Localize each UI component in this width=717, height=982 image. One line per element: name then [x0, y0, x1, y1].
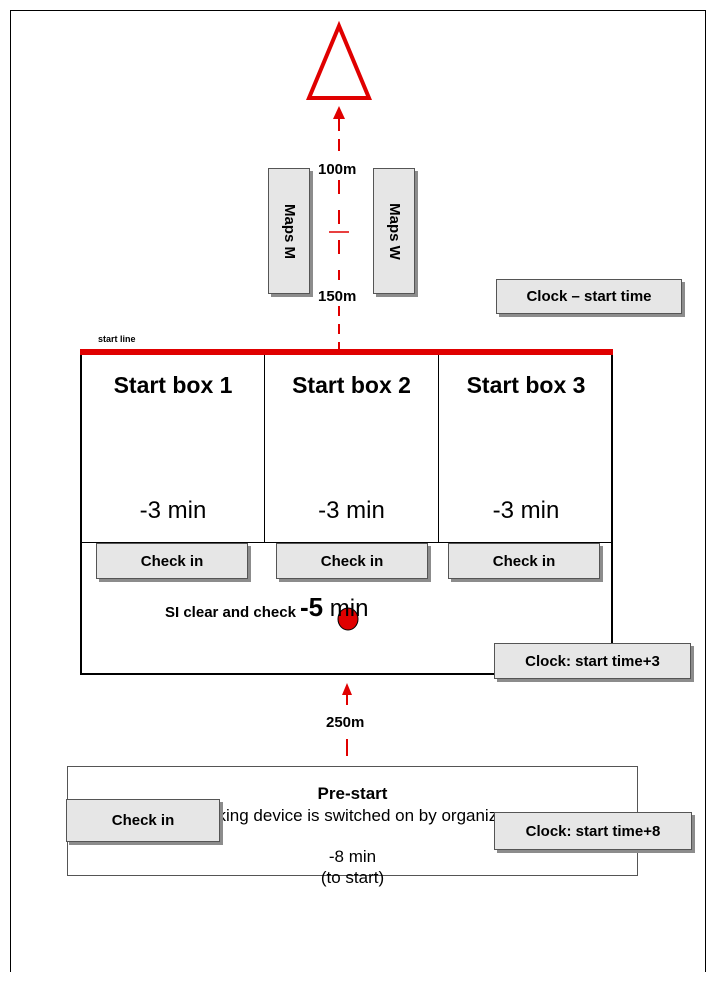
- start-line: [80, 349, 613, 355]
- start-box-2-check-in: Check in: [276, 543, 428, 579]
- prestart-title: Pre-start: [317, 784, 388, 803]
- start-box-2-title: Start box 2: [292, 372, 411, 398]
- minus-5-value: -5: [300, 592, 324, 622]
- start-box-1-check-in: Check in: [96, 543, 248, 579]
- start-box-2-time: -3 min: [318, 497, 385, 524]
- page-frame: [10, 10, 706, 972]
- start-box-1-title: Start box 1: [113, 372, 233, 398]
- clock-plus8-label: Clock: start time+8: [525, 822, 661, 840]
- clock-plus3-box: Clock: start time+3: [494, 643, 691, 679]
- si-clear-label: SI clear and check: [165, 604, 296, 621]
- prestart-check-in-label: Check in: [111, 812, 175, 829]
- clock-start-time-label: Clock – start time: [526, 288, 652, 305]
- clock-start-time-box: Clock – start time: [496, 279, 682, 314]
- arrow-up-icon: [333, 106, 345, 119]
- arrow-up-lower-icon: [342, 683, 352, 695]
- start-area: [80, 355, 613, 675]
- distance-250m: 250m: [326, 714, 365, 731]
- prestart-check-in: Check in: [66, 799, 220, 842]
- start-box-3-check-in: Check in: [448, 543, 600, 579]
- prestart-subtitle: Tracking device is switched on by organi…: [184, 806, 521, 825]
- maps-w-label: Maps W: [385, 202, 403, 260]
- check-in-label: Check in: [492, 552, 556, 570]
- prestart-time: -8 min: [328, 847, 377, 866]
- maps-m-label: Maps M: [280, 203, 298, 259]
- clock-plus8-box: Clock: start time+8: [494, 812, 692, 850]
- maps-w-box: Maps W: [373, 168, 415, 294]
- start-box-3-title: Start box 3: [466, 372, 586, 398]
- minus-5-min: -5 min: [300, 592, 368, 623]
- start-box-3-time: -3 min: [492, 497, 560, 524]
- check-in-label: Check in: [140, 552, 204, 570]
- start-line-label: start line: [98, 334, 136, 344]
- box-divider-1: [264, 355, 265, 543]
- start-box-1-time: -3 min: [139, 497, 207, 524]
- box-divider-2: [438, 355, 439, 543]
- check-in-label: Check in: [320, 552, 384, 570]
- distance-100m: 100m: [318, 161, 357, 178]
- box-bottom-divider: [80, 542, 613, 543]
- clock-plus3-label: Clock: start time+3: [525, 652, 660, 670]
- distance-150m: 150m: [318, 288, 357, 305]
- start-triangle-icon: [306, 20, 372, 100]
- maps-m-box: Maps M: [268, 168, 310, 294]
- si-station-icon: [337, 607, 359, 631]
- prestart-note: (to start): [320, 868, 385, 887]
- minus-5-unit: min: [323, 595, 369, 622]
